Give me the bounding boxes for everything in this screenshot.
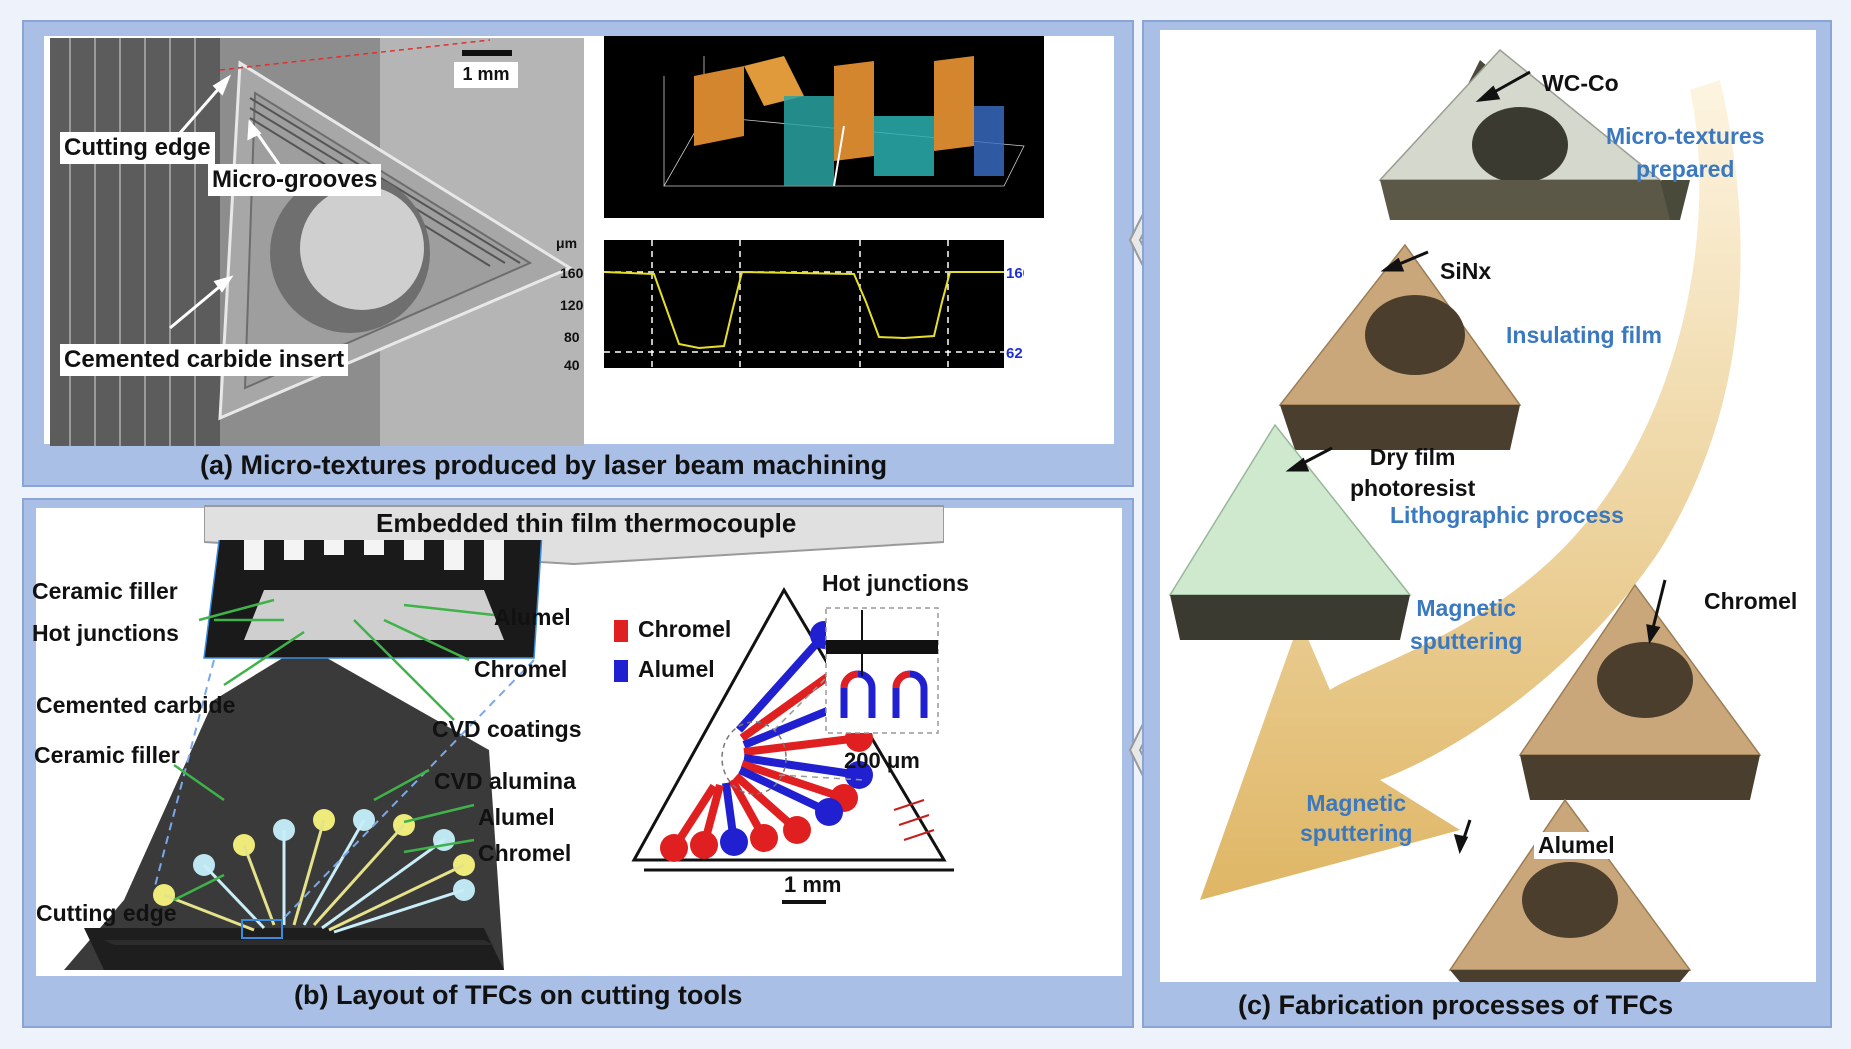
label-ceramic-filler-bottom: Ceramic filler	[34, 742, 180, 769]
panel-a: 1 mm Cutting edge Micro-grooves Cemented…	[22, 20, 1134, 487]
label-cutting-edge-a: Cutting edge	[60, 132, 215, 164]
label-alumel-c: Alumel	[1534, 832, 1619, 859]
y-tick-160: 160	[560, 265, 584, 281]
label-alumel-top: Alumel	[494, 604, 571, 631]
step-insulating: Insulating film	[1506, 322, 1662, 349]
step-mag1: Magnetic sputtering	[1410, 592, 1522, 658]
profile-chart: μm 160 120 80 40 160 62	[554, 232, 1024, 372]
ref-low: 62	[1006, 345, 1023, 362]
label-insert: Cemented carbide insert	[60, 344, 348, 376]
label-cvd-alumina: CVD alumina	[434, 768, 576, 795]
step-litho: Lithographic process	[1390, 502, 1624, 529]
label-chromel-top: Chromel	[474, 656, 567, 683]
sem-image: 1 mm	[50, 38, 584, 446]
y-tick-40: 40	[564, 357, 580, 372]
caption-a: (a) Micro-textures produced by laser bea…	[200, 450, 887, 481]
scale-bar-1mm	[782, 900, 826, 904]
label-hot-junctions-right: Hot junctions	[822, 570, 969, 597]
label-scale-200: 200 μm	[844, 748, 920, 774]
ref-high: 160	[1006, 265, 1024, 282]
panel-b: Embedded thin film thermocouple	[22, 498, 1134, 1028]
label-sinx: SiNx	[1440, 258, 1491, 285]
panel-c: WC-Co SiNx Dry film photoresist Chromel …	[1142, 20, 1832, 1028]
label-ceramic-filler-top: Ceramic filler	[32, 578, 178, 605]
caption-b: (b) Layout of TFCs on cutting tools	[294, 980, 742, 1011]
label-chromel-bottom: Chromel	[478, 840, 571, 867]
label-cutting-edge-b: Cutting edge	[36, 900, 177, 927]
label-chromel-c: Chromel	[1704, 588, 1797, 615]
label-micro-grooves: Micro-grooves	[208, 164, 381, 196]
profile-3d	[604, 36, 1044, 218]
label-wc-co: WC-Co	[1542, 70, 1619, 97]
caption-c: (c) Fabrication processes of TFCs	[1238, 990, 1673, 1021]
label-alumel-bottom: Alumel	[478, 804, 555, 831]
step-mag2: Magnetic sputtering	[1300, 788, 1412, 848]
banner-text: Embedded thin film thermocouple	[376, 508, 796, 539]
chart-unit: μm	[556, 235, 577, 251]
label-cemented-carbide: Cemented carbide	[36, 692, 235, 719]
step-micro-textures: Micro-textures prepared	[1606, 120, 1764, 186]
label-dry-film: Dry film photoresist	[1350, 442, 1475, 504]
label-scale-1mm: 1 mm	[784, 872, 841, 898]
label-cvd-coatings: CVD coatings	[432, 716, 582, 743]
junction-zoom	[824, 600, 964, 740]
label-hot-junctions-left: Hot junctions	[32, 620, 179, 647]
y-tick-80: 80	[564, 329, 580, 345]
scale-bar-a: 1 mm	[462, 64, 509, 84]
y-tick-120: 120	[560, 297, 584, 313]
panel-a-content: 1 mm Cutting edge Micro-grooves Cemented…	[44, 36, 1114, 444]
